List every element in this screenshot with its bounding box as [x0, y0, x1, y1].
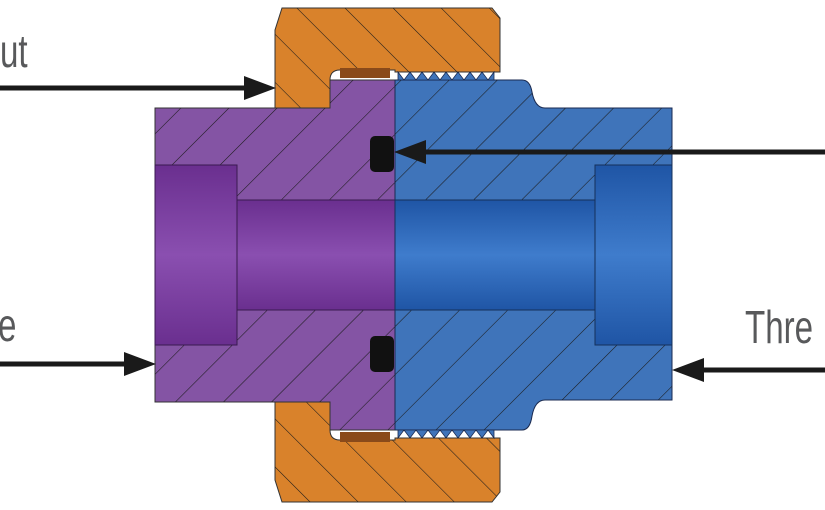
- o-ring-top: [370, 136, 394, 172]
- arrow-tail: [0, 352, 156, 376]
- label-thread-end: Thre: [745, 301, 814, 353]
- thread-piece: [394, 70, 673, 440]
- nut: [274, 7, 501, 503]
- arrow-nut: [0, 76, 276, 100]
- arrow-thread-end: [672, 358, 825, 382]
- tail-piece: [154, 79, 396, 431]
- label-tail: e: [0, 302, 16, 348]
- o-ring-bottom: [370, 336, 394, 372]
- label-nut: ut: [0, 25, 28, 77]
- arrow-oring: [394, 140, 825, 164]
